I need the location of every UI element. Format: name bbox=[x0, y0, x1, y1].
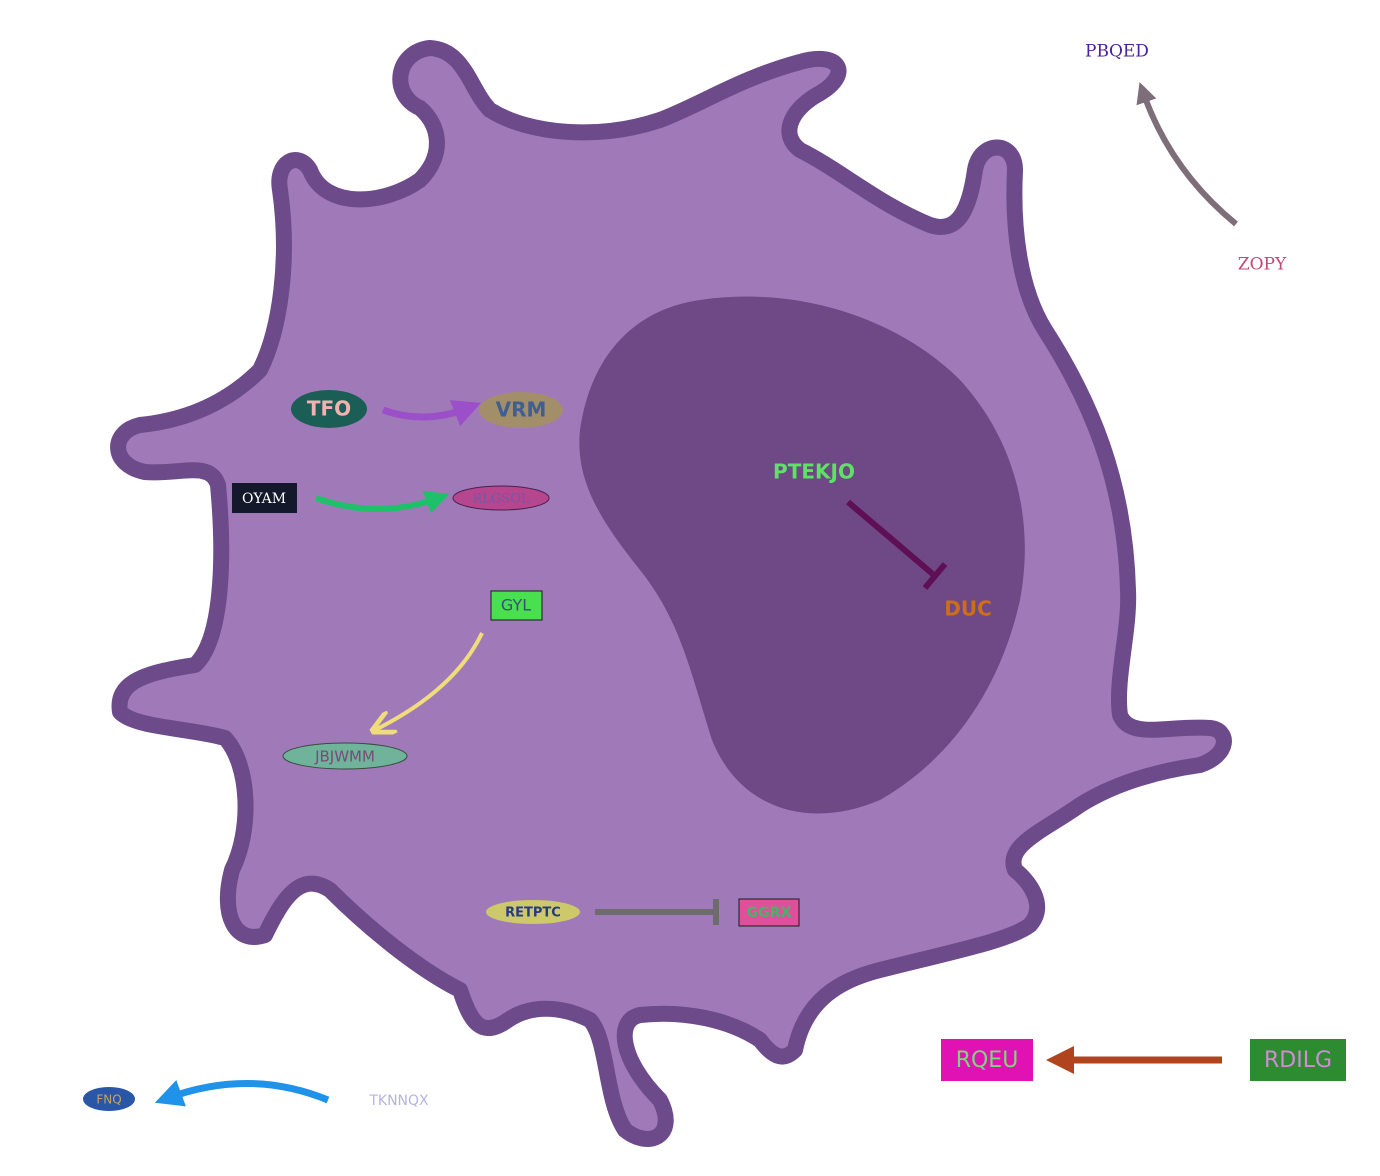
node-zopy[interactable]: ZOPY bbox=[1238, 255, 1287, 275]
svg-text:OYAM: OYAM bbox=[242, 491, 286, 507]
node-duc[interactable]: DUC bbox=[944, 597, 992, 621]
svg-text:RDILG: RDILG bbox=[1264, 1048, 1332, 1073]
svg-text:FNQ: FNQ bbox=[96, 1093, 121, 1107]
node-tfo[interactable]: TFO bbox=[291, 390, 367, 428]
node-rqeu[interactable]: RQEU bbox=[941, 1039, 1033, 1081]
edge-retptc-ggrx bbox=[595, 899, 719, 925]
node-rdilg[interactable]: RDILG bbox=[1250, 1039, 1346, 1081]
svg-text:DUC: DUC bbox=[944, 597, 992, 621]
svg-text:RETPTC: RETPTC bbox=[505, 906, 561, 921]
svg-text:TKNNQX: TKNNQX bbox=[368, 1093, 429, 1109]
node-ptekjo[interactable]: PTEKJO bbox=[773, 460, 855, 484]
svg-text:PTEKJO: PTEKJO bbox=[773, 460, 855, 484]
edge-tfo-vrm bbox=[381, 400, 482, 427]
node-tknnqx[interactable]: TKNNQX bbox=[368, 1093, 429, 1109]
node-jbjwmm[interactable]: JBJWMM bbox=[282, 742, 408, 770]
edge-zopy-pbqed bbox=[1136, 82, 1238, 227]
svg-text:RQEU: RQEU bbox=[956, 1048, 1019, 1073]
nucleus bbox=[579, 296, 1025, 814]
edge-gyl-jbjwmm bbox=[375, 632, 484, 730]
svg-text:GYL: GYL bbox=[501, 596, 531, 615]
svg-text:JBJWMM: JBJWMM bbox=[314, 748, 375, 766]
svg-text:VRM: VRM bbox=[496, 398, 547, 422]
node-rlgsol[interactable]: RLGSOL bbox=[452, 485, 550, 511]
node-retptc[interactable]: RETPTC bbox=[486, 900, 580, 924]
svg-text:GGRX: GGRX bbox=[747, 905, 792, 921]
edge-ptekjo-duc bbox=[846, 499, 948, 590]
edge-tknnqx-fnq bbox=[154, 1080, 330, 1107]
node-fnq[interactable]: FNQ bbox=[83, 1087, 135, 1111]
node-gyl[interactable]: GYL bbox=[490, 590, 543, 621]
node-pbqed[interactable]: PBQED bbox=[1085, 42, 1149, 62]
svg-text:RLGSOL: RLGSOL bbox=[472, 492, 529, 507]
edge-oyam-rlgsol bbox=[314, 490, 450, 514]
svg-text:PBQED: PBQED bbox=[1085, 42, 1149, 62]
node-oyam[interactable]: OYAM bbox=[232, 483, 297, 513]
svg-text:TFO: TFO bbox=[307, 397, 351, 421]
svg-text:ZOPY: ZOPY bbox=[1238, 255, 1287, 275]
node-vrm[interactable]: VRM bbox=[479, 392, 563, 428]
node-ggrx[interactable]: GGRX bbox=[738, 898, 800, 927]
